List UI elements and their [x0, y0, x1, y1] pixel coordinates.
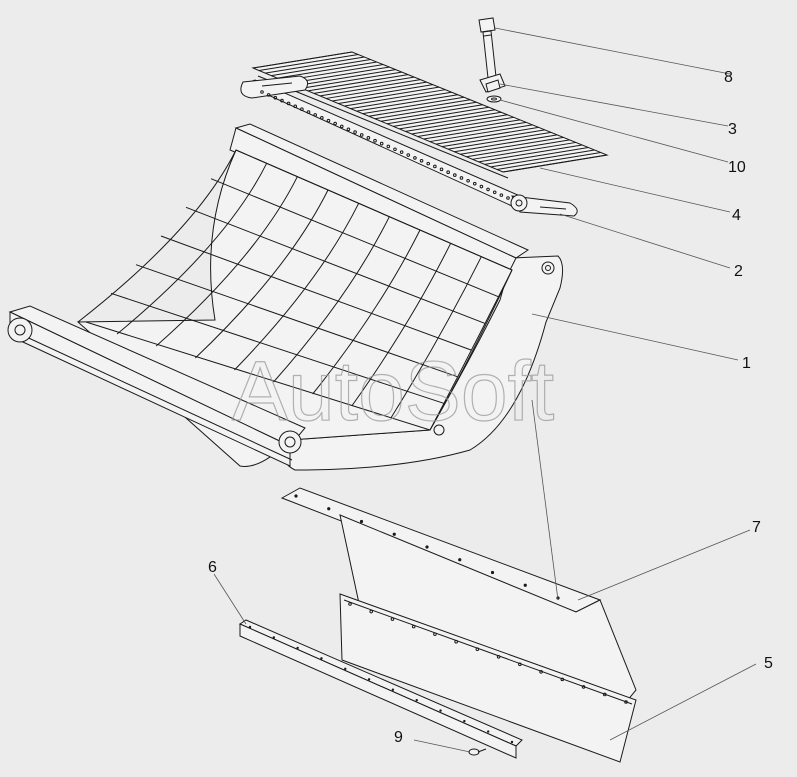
leader-lines — [213, 27, 757, 753]
part-rod-grid — [251, 51, 609, 179]
part-concave — [7, 123, 564, 471]
part-side-plate — [339, 593, 637, 763]
callout-5: 5 — [764, 655, 773, 672]
callout-labels: 8 3 10 4 2 1 7 6 5 9 — [208, 69, 773, 746]
callout-2: 2 — [734, 263, 743, 280]
part-clamp-plate — [479, 73, 506, 93]
part-screw — [468, 748, 487, 756]
callout-7: 7 — [752, 519, 761, 536]
part-slotted-bar — [240, 75, 578, 217]
callout-9: 9 — [394, 729, 403, 746]
callout-8: 8 — [724, 69, 733, 86]
callout-1: 1 — [742, 355, 751, 372]
watermark: AutoSoft — [232, 344, 554, 438]
part-washer — [486, 95, 502, 103]
callout-3: 3 — [728, 121, 737, 138]
callout-4: 4 — [732, 207, 741, 224]
callout-10: 10 — [728, 159, 746, 176]
callout-6: 6 — [208, 559, 217, 576]
